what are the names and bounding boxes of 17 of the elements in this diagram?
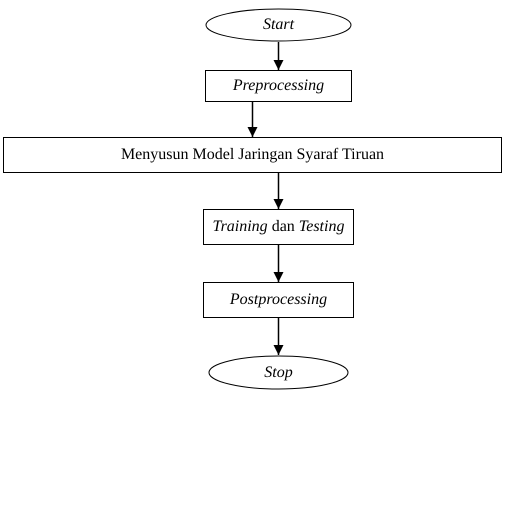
arrow <box>248 102 258 137</box>
process-box <box>203 282 354 318</box>
node-label: Menyusun Model Jaringan Syaraf Tiruan <box>120 145 384 165</box>
node-label: Start <box>262 15 294 35</box>
node-label: Postprocessing <box>230 290 328 310</box>
terminal-ellipse <box>205 8 352 42</box>
process-box <box>3 137 502 173</box>
node-label: Preprocessing <box>232 76 324 96</box>
arrow <box>274 42 284 70</box>
arrow <box>274 245 284 282</box>
process-box <box>205 70 352 102</box>
node-label: Training dan Testing <box>212 217 344 237</box>
terminal-ellipse <box>208 355 349 390</box>
process-box <box>203 209 354 245</box>
arrow <box>274 173 284 209</box>
node-label: Stop <box>264 362 293 382</box>
arrow <box>274 318 284 355</box>
